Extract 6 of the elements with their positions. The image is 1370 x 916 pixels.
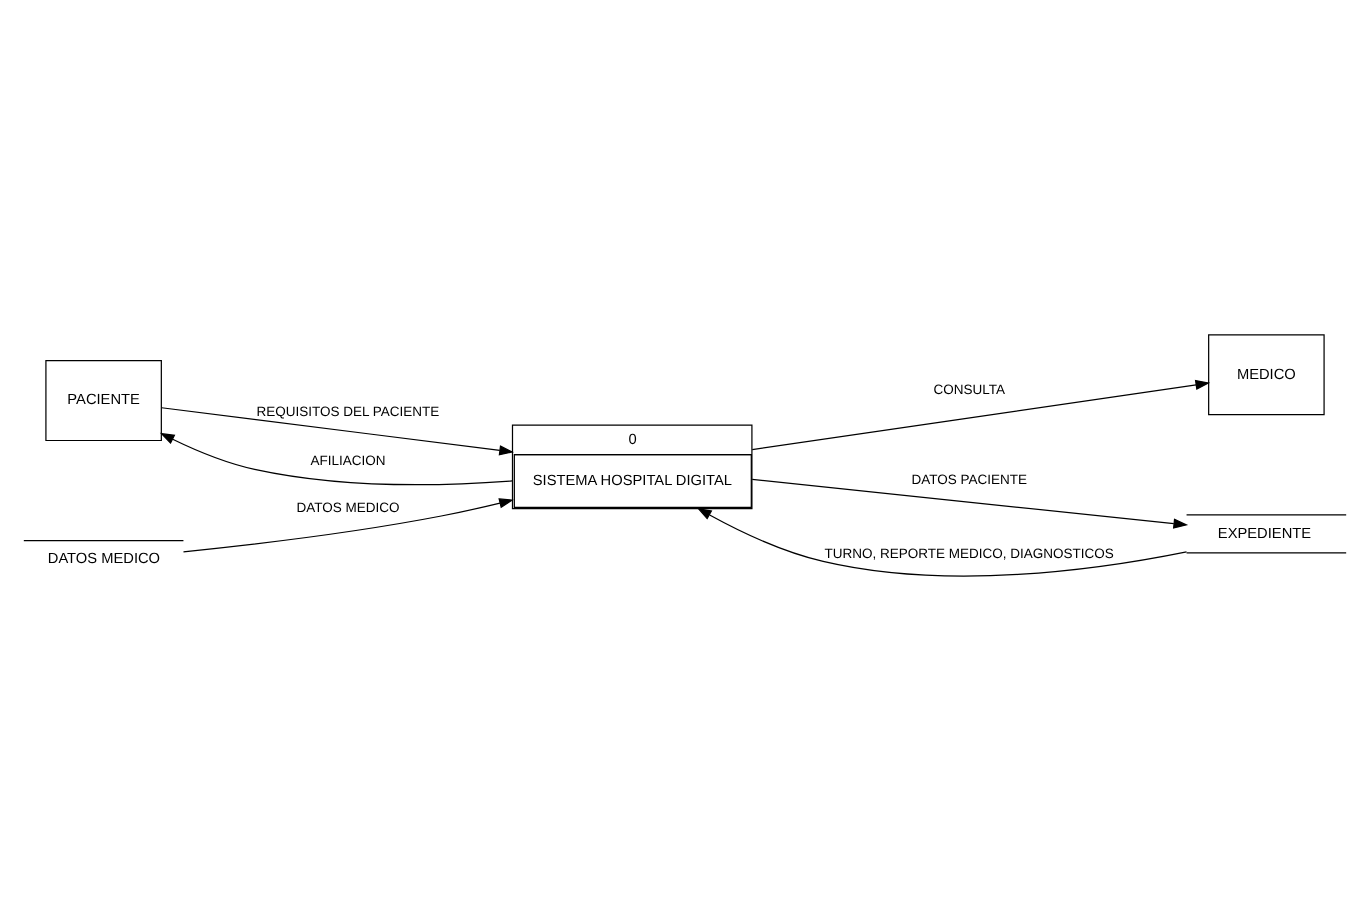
arrow — [751, 478, 1189, 529]
arrow — [182, 498, 514, 553]
arrow — [696, 507, 1188, 577]
arrow — [159, 432, 513, 486]
arrow — [751, 379, 1211, 451]
arrow — [161, 407, 514, 456]
